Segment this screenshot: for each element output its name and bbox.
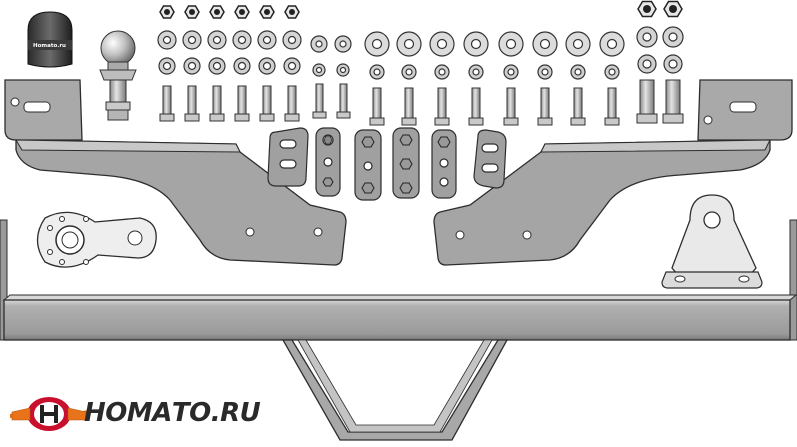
- left-mounting-bracket: [4, 79, 347, 266]
- spacer-plate-f: [473, 129, 507, 189]
- main-crossbeam: [0, 219, 797, 341]
- right-mounting-bracket: [433, 79, 793, 266]
- spacer-plate-c: [354, 129, 382, 201]
- ball-cover-label: Homato.ru: [33, 43, 66, 49]
- socket-mounting-plate: [36, 211, 157, 268]
- hitch-center-frame: [281, 339, 509, 441]
- spring-washers-row: [158, 54, 683, 80]
- logo-wordmark[interactable]: НОМАТО.RU: [84, 398, 261, 428]
- bolts-row: [159, 79, 684, 126]
- spacer-plate-e: [431, 129, 457, 199]
- tow-ball-cover: [27, 11, 73, 68]
- flat-washers-row: [157, 26, 684, 57]
- tow-ball: [99, 30, 137, 121]
- spacer-plate-d: [392, 127, 420, 199]
- ball-mount-bracket: [661, 194, 763, 289]
- spacer-plate-b: [315, 127, 341, 197]
- nuts-row: [159, 0, 683, 19]
- homato-logo-emblem: [10, 397, 88, 431]
- spacer-plate-a: [267, 127, 309, 187]
- spacer-plates: [267, 127, 507, 201]
